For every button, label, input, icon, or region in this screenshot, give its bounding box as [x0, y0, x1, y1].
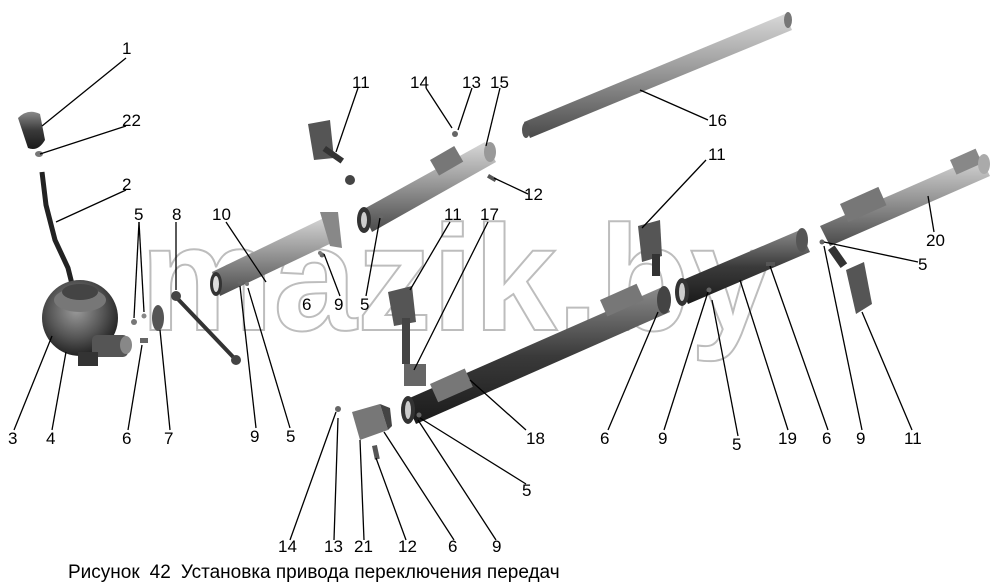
- pin-5e: [416, 412, 422, 418]
- callout-5: 5: [286, 427, 295, 446]
- pin-6d: [766, 262, 775, 266]
- callout-21: 21: [354, 537, 373, 556]
- pin-9b: [318, 251, 322, 255]
- shift-shaft-18: [401, 283, 671, 424]
- callout-9: 9: [492, 537, 501, 556]
- shift-shaft-20: [820, 148, 990, 246]
- washer-small: [141, 313, 147, 319]
- callout-11: 11: [904, 429, 922, 448]
- callout-7: 7: [164, 429, 173, 448]
- callout-5: 5: [522, 481, 531, 500]
- bracket-11-right-upper: [638, 220, 662, 276]
- bracket-11-right-lower: [828, 245, 872, 314]
- long-rod-16: [522, 12, 792, 138]
- caption-text: Установка привода переключения передач: [180, 562, 560, 583]
- pin-5c: [378, 213, 384, 219]
- bracket-11-top: [308, 120, 355, 185]
- pin-9c: [706, 287, 712, 293]
- callout-15: 15: [490, 73, 509, 92]
- callout-11: 11: [444, 205, 462, 224]
- callout-9: 9: [856, 429, 865, 448]
- callout-8: 8: [172, 205, 181, 224]
- pin-5d: [819, 239, 825, 245]
- callout-11: 11: [708, 145, 726, 164]
- flange-7: [152, 305, 164, 331]
- pin-5b: [245, 282, 249, 286]
- callout-9: 9: [250, 427, 259, 446]
- rod-joint-lower: [231, 355, 241, 365]
- callout-12: 12: [398, 537, 417, 556]
- callout-6: 6: [122, 429, 131, 448]
- callout-18: 18: [526, 429, 545, 448]
- gear-lever-rod: [39, 171, 77, 293]
- callout-1: 1: [122, 39, 131, 58]
- caption-label: Рисунок: [68, 562, 140, 583]
- callout-5: 5: [360, 295, 369, 314]
- callout-20: 20: [926, 231, 945, 250]
- rod-joint-upper: [171, 291, 181, 301]
- callout-10: 10: [212, 205, 231, 224]
- callout-6: 6: [600, 429, 609, 448]
- gear-lever-knob: [18, 111, 45, 149]
- callout-5: 5: [134, 205, 143, 224]
- callout-6: 6: [448, 537, 457, 556]
- callout-11: 11: [352, 73, 370, 92]
- shift-tube-10: [210, 212, 342, 296]
- callout-13: 13: [462, 73, 481, 92]
- pin-5-small: [131, 319, 137, 325]
- callout-14: 14: [410, 73, 429, 92]
- callout-19: 19: [778, 429, 797, 448]
- bolt-12-bottom: [372, 444, 380, 460]
- knob-nut: [35, 151, 43, 157]
- callout-14: 14: [278, 537, 297, 556]
- callout-2: 2: [122, 175, 131, 194]
- callout-9: 9: [334, 295, 343, 314]
- figure-caption: Рисунок 42 Установка привода переключения …: [68, 562, 570, 584]
- bracket-21: [352, 404, 392, 440]
- callout-5: 5: [918, 255, 927, 274]
- pin-9a: [237, 279, 243, 285]
- bolt-12-top: [487, 173, 497, 182]
- callout-17: 17: [480, 205, 499, 224]
- callout-5: 5: [732, 435, 741, 454]
- linkage-rod-8: [173, 294, 238, 362]
- shift-shaft-15: [357, 142, 496, 233]
- lever-housing: [42, 280, 132, 366]
- bolt-13-top: [452, 131, 458, 137]
- shift-shaft-19: [675, 228, 810, 306]
- callout-4: 4: [46, 429, 55, 448]
- bracket-11-middle: [388, 286, 426, 386]
- callout-9: 9: [658, 429, 667, 448]
- leader-lines: [13, 57, 935, 541]
- exploded-assembly-drawing: mazik.by: [8, 12, 990, 556]
- nut-14-bottom: [335, 406, 341, 412]
- callout-13: 13: [324, 537, 343, 556]
- callout-6: 6: [302, 295, 311, 314]
- bolt-6-small: [140, 338, 148, 343]
- callout-16: 16: [708, 111, 727, 130]
- callout-22: 22: [122, 111, 141, 130]
- callout-12: 12: [524, 185, 543, 204]
- callout-3: 3: [8, 429, 17, 448]
- callout-6: 6: [822, 429, 831, 448]
- caption-number: 42: [149, 562, 171, 583]
- callout-labels: 1 22 2 3 4 5 6 8 7 10 9 5 6 9 5 11 14 13…: [8, 39, 945, 556]
